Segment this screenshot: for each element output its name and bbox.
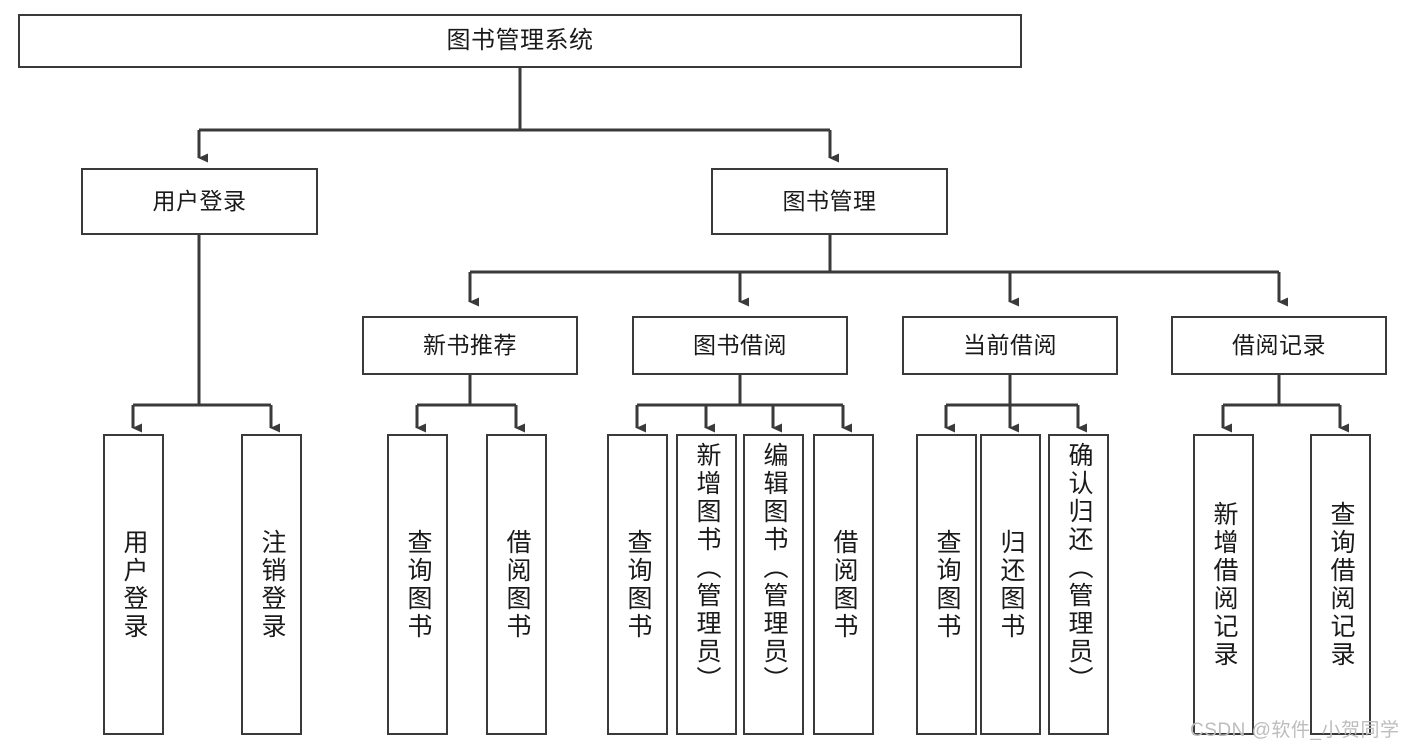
leaf-book-borrow-add[interactable]: 新增图书（管理员） [676,434,737,735]
node-label: 查询借阅记录 [1327,500,1355,669]
node-label: 新增图书（管理员） [693,442,721,694]
node-new-book-recommend[interactable]: 新书推荐 [362,316,578,375]
node-borrow-record[interactable]: 借阅记录 [1171,316,1387,375]
node-label: 借阅图书 [503,528,531,641]
node-label: 查询图书 [933,528,961,641]
leaf-book-borrow-query[interactable]: 查询图书 [607,434,668,735]
leaf-book-borrow-edit[interactable]: 编辑图书（管理员） [743,434,804,735]
connector-group-borrow-record [1221,375,1349,433]
node-book-management[interactable]: 图书管理 [711,168,948,235]
connector-group-user-login [131,235,280,433]
node-label: 图书管理 [782,188,877,215]
node-label: 确认归还（管理员） [1065,442,1093,694]
node-label: 图书管理系统 [446,27,594,55]
leaf-current-borrow-return[interactable]: 归还图书 [980,434,1041,735]
node-label: 编辑图书（管理员） [760,442,788,694]
node-label: 归还图书 [997,528,1025,641]
leaf-borrow-record-add[interactable]: 新增借阅记录 [1193,434,1254,735]
node-book-borrow[interactable]: 图书借阅 [632,316,848,375]
leaf-new-book-query[interactable]: 查询图书 [387,434,448,735]
node-label: 借阅记录 [1232,332,1326,359]
node-label: 图书借阅 [693,332,787,359]
node-current-borrow[interactable]: 当前借阅 [902,316,1118,375]
connector-group-current-borrow [944,375,1087,433]
connector-group-new-book [415,375,525,433]
node-label: 当前借阅 [963,332,1057,359]
node-root-book-management-system[interactable]: 图书管理系统 [18,14,1022,68]
node-label: 查询图书 [624,528,652,641]
node-label: 注销登录 [258,528,286,641]
connector-group-book-manage [468,235,1288,307]
connector-group-root [197,68,839,163]
connector-group-book-borrow [635,375,852,433]
leaf-current-borrow-query[interactable]: 查询图书 [916,434,977,735]
node-user-login[interactable]: 用户登录 [81,168,318,235]
leaf-book-borrow-borrow[interactable]: 借阅图书 [813,434,874,735]
node-label: 借阅图书 [830,528,858,641]
leaf-borrow-record-query[interactable]: 查询借阅记录 [1310,434,1371,735]
node-label: 新增借阅记录 [1210,500,1238,669]
node-label: 用户登录 [152,188,247,215]
leaf-user-login-login[interactable]: 用户登录 [103,434,164,735]
leaf-current-borrow-confirm-return[interactable]: 确认归还（管理员） [1048,434,1109,735]
leaf-new-book-borrow[interactable]: 借阅图书 [486,434,547,735]
node-label: 用户登录 [120,528,148,641]
node-label: 查询图书 [404,528,432,641]
leaf-user-login-logout[interactable]: 注销登录 [241,434,302,735]
node-label: 新书推荐 [423,332,517,359]
